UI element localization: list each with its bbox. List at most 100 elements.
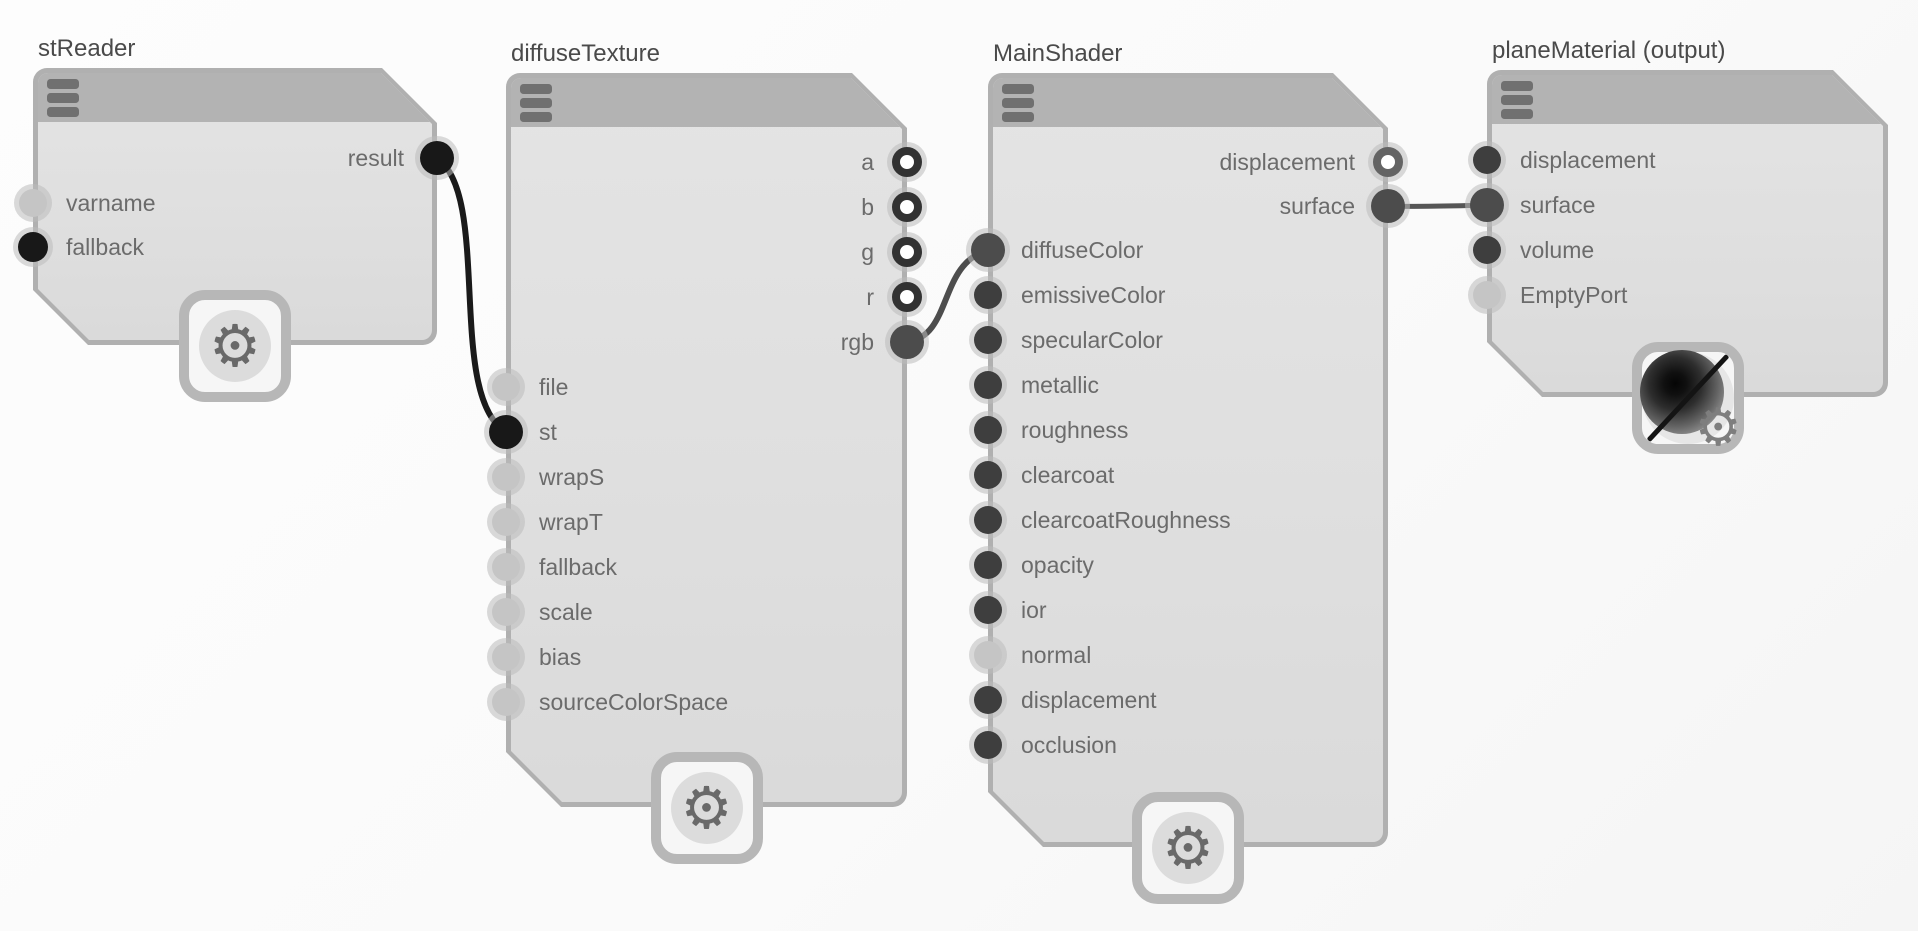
port-emissivecolor[interactable] <box>974 281 1002 309</box>
port-label: emissiveColor <box>1021 282 1166 308</box>
port-row: displacement <box>974 682 1388 718</box>
port-label: fallback <box>66 234 144 260</box>
port-row: opacity <box>974 547 1388 583</box>
port-row: displacement <box>988 144 1403 180</box>
port-row: varname <box>19 185 437 221</box>
port-emptyport[interactable] <box>1473 281 1501 309</box>
node-title: stReader <box>38 35 136 62</box>
port-row: st <box>489 414 907 450</box>
port-occlusion[interactable] <box>974 731 1002 759</box>
port-displacement-out[interactable] <box>1373 147 1403 177</box>
node-header[interactable] <box>38 73 432 122</box>
port-label: displacement <box>1021 687 1157 713</box>
port-clearcoatroughness[interactable] <box>974 506 1002 534</box>
port-varname[interactable] <box>19 189 47 217</box>
port-surface-out[interactable] <box>1371 189 1405 223</box>
port-a[interactable] <box>892 147 922 177</box>
port-label: b <box>861 194 874 220</box>
port-row: specularColor <box>974 322 1388 358</box>
port-result[interactable] <box>420 141 454 175</box>
material-sphere-icon <box>1639 350 1724 434</box>
menu-icon[interactable] <box>1002 84 1034 126</box>
port-row: result <box>33 140 454 176</box>
port-specularcolor[interactable] <box>974 326 1002 354</box>
port-g[interactable] <box>892 237 922 267</box>
node-settings-badge[interactable]: ⚙ <box>650 752 763 864</box>
port-label: st <box>539 419 557 445</box>
menu-icon[interactable] <box>520 84 552 126</box>
port-label: diffuseColor <box>1021 237 1144 263</box>
menu-icon[interactable] <box>1501 81 1533 123</box>
port-label: normal <box>1021 642 1092 668</box>
port-clearcoat[interactable] <box>974 461 1002 489</box>
node-title: diffuseTexture <box>511 40 660 67</box>
port-label: bias <box>539 644 582 670</box>
port-label: roughness <box>1021 417 1129 443</box>
port-file[interactable] <box>492 373 520 401</box>
port-label: clearcoat <box>1021 462 1115 488</box>
port-diffusecolor[interactable] <box>971 233 1005 267</box>
port-row: r <box>506 279 922 315</box>
node-preview-badge[interactable]: ⚙ <box>1631 342 1744 454</box>
port-row: diffuseColor <box>971 232 1388 268</box>
port-label: scale <box>539 599 593 625</box>
port-label: surface <box>1520 192 1596 218</box>
port-metallic[interactable] <box>974 371 1002 399</box>
port-fallback[interactable] <box>492 553 520 581</box>
port-label: fallback <box>539 554 617 580</box>
port-label: a <box>861 149 874 175</box>
port-row: file <box>492 369 907 405</box>
port-label: metallic <box>1021 372 1099 398</box>
gear-icon: ⚙ <box>670 772 743 844</box>
node-settings-badge[interactable]: ⚙ <box>179 290 291 402</box>
node-settings-badge[interactable]: ⚙ <box>1132 792 1244 904</box>
port-label: varname <box>66 190 156 216</box>
port-row: clearcoatRoughness <box>974 502 1388 538</box>
node-title: planeMaterial (output) <box>1492 37 1726 64</box>
port-label: wrapS <box>539 464 605 490</box>
port-fallback[interactable] <box>18 232 48 262</box>
port-normal[interactable] <box>974 641 1002 669</box>
port-ior[interactable] <box>974 596 1002 624</box>
port-b[interactable] <box>892 192 922 222</box>
port-row: a <box>506 144 922 180</box>
port-row: wrapS <box>492 459 907 495</box>
gear-icon: ⚙ <box>1694 398 1742 458</box>
port-label: EmptyPort <box>1520 282 1628 308</box>
node-header[interactable] <box>1492 75 1883 124</box>
port-displacement[interactable] <box>1473 146 1501 174</box>
wire-result-to-st[interactable] <box>434 155 509 435</box>
port-scale[interactable] <box>492 598 520 626</box>
port-roughness[interactable] <box>974 416 1002 444</box>
port-wrapt[interactable] <box>492 508 520 536</box>
gear-icon: ⚙ <box>1152 812 1224 884</box>
node-header[interactable] <box>993 78 1383 127</box>
port-sourcecolorspace[interactable] <box>492 688 520 716</box>
port-row: surface <box>1470 187 1888 223</box>
node-header[interactable] <box>511 78 902 127</box>
menu-icon[interactable] <box>47 79 79 121</box>
port-label: volume <box>1520 237 1595 263</box>
port-displacement-in[interactable] <box>974 686 1002 714</box>
port-surface[interactable] <box>1470 188 1504 222</box>
port-label: ior <box>1021 597 1047 623</box>
port-row: occlusion <box>974 727 1388 763</box>
port-label: opacity <box>1021 552 1094 578</box>
port-row: bias <box>492 639 907 675</box>
port-label: r <box>866 284 874 310</box>
port-wraps[interactable] <box>492 463 520 491</box>
port-row: sourceColorSpace <box>492 684 907 720</box>
port-st[interactable] <box>489 415 523 449</box>
port-rgb[interactable] <box>890 325 924 359</box>
port-opacity[interactable] <box>974 551 1002 579</box>
port-r[interactable] <box>892 282 922 312</box>
port-label: result <box>347 145 404 171</box>
port-label: specularColor <box>1021 327 1163 353</box>
preview-disabled-icon: ⚙ <box>1639 350 1742 454</box>
port-volume[interactable] <box>1473 236 1501 264</box>
port-row: g <box>506 234 922 270</box>
port-row: normal <box>974 637 1388 673</box>
node-title: MainShader <box>993 40 1123 67</box>
port-bias[interactable] <box>492 643 520 671</box>
